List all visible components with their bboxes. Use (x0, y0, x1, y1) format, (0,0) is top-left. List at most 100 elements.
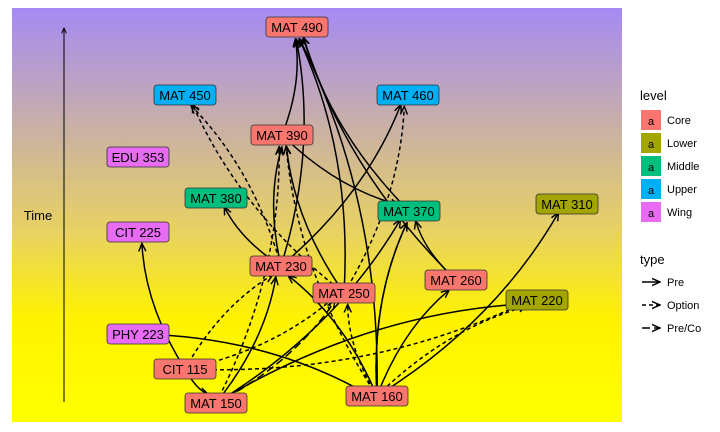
edge-mat150-to-mat230 (215, 277, 276, 404)
edge-mat160-to-mat390 (286, 146, 378, 397)
time-axis-label: Time (24, 208, 52, 223)
edge-mat370-to-mat490 (303, 37, 410, 212)
node-label: MAT 380 (190, 191, 242, 206)
node-label: MAT 150 (190, 396, 242, 411)
node-mat260[interactable]: MAT 260 (424, 269, 488, 291)
edge-mat230-to-mat460 (280, 105, 401, 267)
edge-mat150-to-mat370 (215, 219, 400, 404)
legend-type-title: type (640, 252, 665, 267)
node-mat390[interactable]: MAT 390 (250, 124, 314, 146)
legend-type-item-option: Option (642, 300, 699, 312)
edge-mat250-to-mat490 (299, 39, 346, 294)
legend-type-item-pre: Pre (642, 277, 684, 289)
node-box (505, 289, 569, 311)
node-mat250[interactable]: MAT 250 (312, 282, 376, 304)
legend-level-item-upper: a Upper (641, 179, 697, 199)
node-box (106, 323, 170, 345)
plot-background (12, 8, 622, 422)
node-mat460[interactable]: MAT 460 (376, 84, 440, 106)
edge-mat160-to-mat260 (376, 290, 449, 397)
node-mat450[interactable]: MAT 450 (153, 84, 217, 106)
node-mat160[interactable]: MAT 160 (345, 385, 409, 407)
node-box (376, 84, 440, 106)
legend-type-label: Pre (667, 277, 684, 289)
legend-level-swatch (641, 133, 661, 153)
node-box (249, 255, 313, 277)
node-box (250, 124, 314, 146)
edge-mat160-to-mat220 (376, 306, 527, 397)
legend-level-key: a (648, 185, 655, 197)
legend-level-item-middle: a Middle (641, 156, 699, 176)
node-mat490[interactable]: MAT 490 (265, 16, 329, 38)
node-box (106, 221, 170, 243)
node-mat150[interactable]: MAT 150 (184, 392, 248, 414)
node-label: MAT 220 (511, 293, 563, 308)
node-cit225[interactable]: CIT 225 (106, 221, 170, 243)
node-box (312, 282, 376, 304)
node-box (265, 16, 329, 38)
node-label: MAT 490 (271, 20, 323, 35)
node-box (153, 84, 217, 106)
edge-mat160-to-mat310 (376, 213, 559, 397)
legend-level-title: level (640, 88, 667, 103)
legend-level-key: a (648, 162, 655, 174)
node-label: MAT 460 (382, 88, 434, 103)
node-box (535, 193, 599, 215)
node-mat220[interactable]: MAT 220 (505, 289, 569, 311)
node-box (424, 269, 488, 291)
legend-level-swatch (641, 179, 661, 199)
node-box (345, 385, 409, 407)
node-label: PHY 223 (112, 327, 164, 342)
node-box (184, 187, 248, 209)
node-box (184, 392, 248, 414)
node-mat230[interactable]: MAT 230 (249, 255, 313, 277)
node-mat310[interactable]: MAT 310 (535, 193, 599, 215)
legend-level-swatch (641, 202, 661, 222)
node-label: MAT 450 (159, 88, 211, 103)
legend-level-label: Middle (667, 161, 699, 173)
legend-level-swatch (641, 156, 661, 176)
edge-mat230-to-mat450 (191, 105, 282, 267)
edge-cit115-to-cit225 (142, 243, 186, 370)
legend-level-swatch (641, 110, 661, 130)
legend-level-label: Lower (667, 138, 697, 150)
node-box (153, 358, 217, 380)
node-phy223[interactable]: PHY 223 (106, 323, 170, 345)
legend-type-label: Option (667, 300, 699, 312)
legend-level-label: Wing (667, 207, 692, 219)
node-label: CIT 225 (115, 225, 161, 240)
edge-mat150-to-mat220 (215, 304, 526, 404)
node-edu353[interactable]: EDU 353 (106, 146, 170, 168)
node-mat370[interactable]: MAT 370 (377, 200, 441, 222)
node-mat380[interactable]: MAT 380 (184, 187, 248, 209)
node-label: MAT 250 (318, 286, 370, 301)
node-box (377, 200, 441, 222)
legend-level-item-lower: a Lower (641, 133, 697, 153)
edge-cit115-to-mat250 (184, 298, 333, 370)
node-label: CIT 115 (162, 362, 207, 377)
node-label: MAT 370 (383, 204, 435, 219)
node-label: MAT 230 (255, 259, 307, 274)
node-label: MAT 160 (351, 389, 403, 404)
legend-type-item-pre-co: Pre/Co (642, 323, 701, 335)
legend-level-label: Core (667, 115, 691, 127)
legend-level-key: a (648, 139, 655, 151)
node-label: MAT 260 (430, 273, 482, 288)
node-label: MAT 390 (256, 128, 308, 143)
edge-mat230-to-mat490 (280, 39, 305, 267)
edge-cit115-to-mat230 (184, 275, 273, 370)
legend-level-label: Upper (667, 184, 697, 196)
node-cit115[interactable]: CIT 115 (153, 358, 217, 380)
edge-cit115-to-mat220 (184, 302, 525, 371)
time-axis: Time (24, 28, 64, 402)
legend-type-label: Pre/Co (667, 323, 701, 335)
node-label: EDU 353 (112, 150, 165, 165)
edge-mat160-to-mat370 (375, 223, 407, 397)
node-label: MAT 310 (541, 197, 593, 212)
